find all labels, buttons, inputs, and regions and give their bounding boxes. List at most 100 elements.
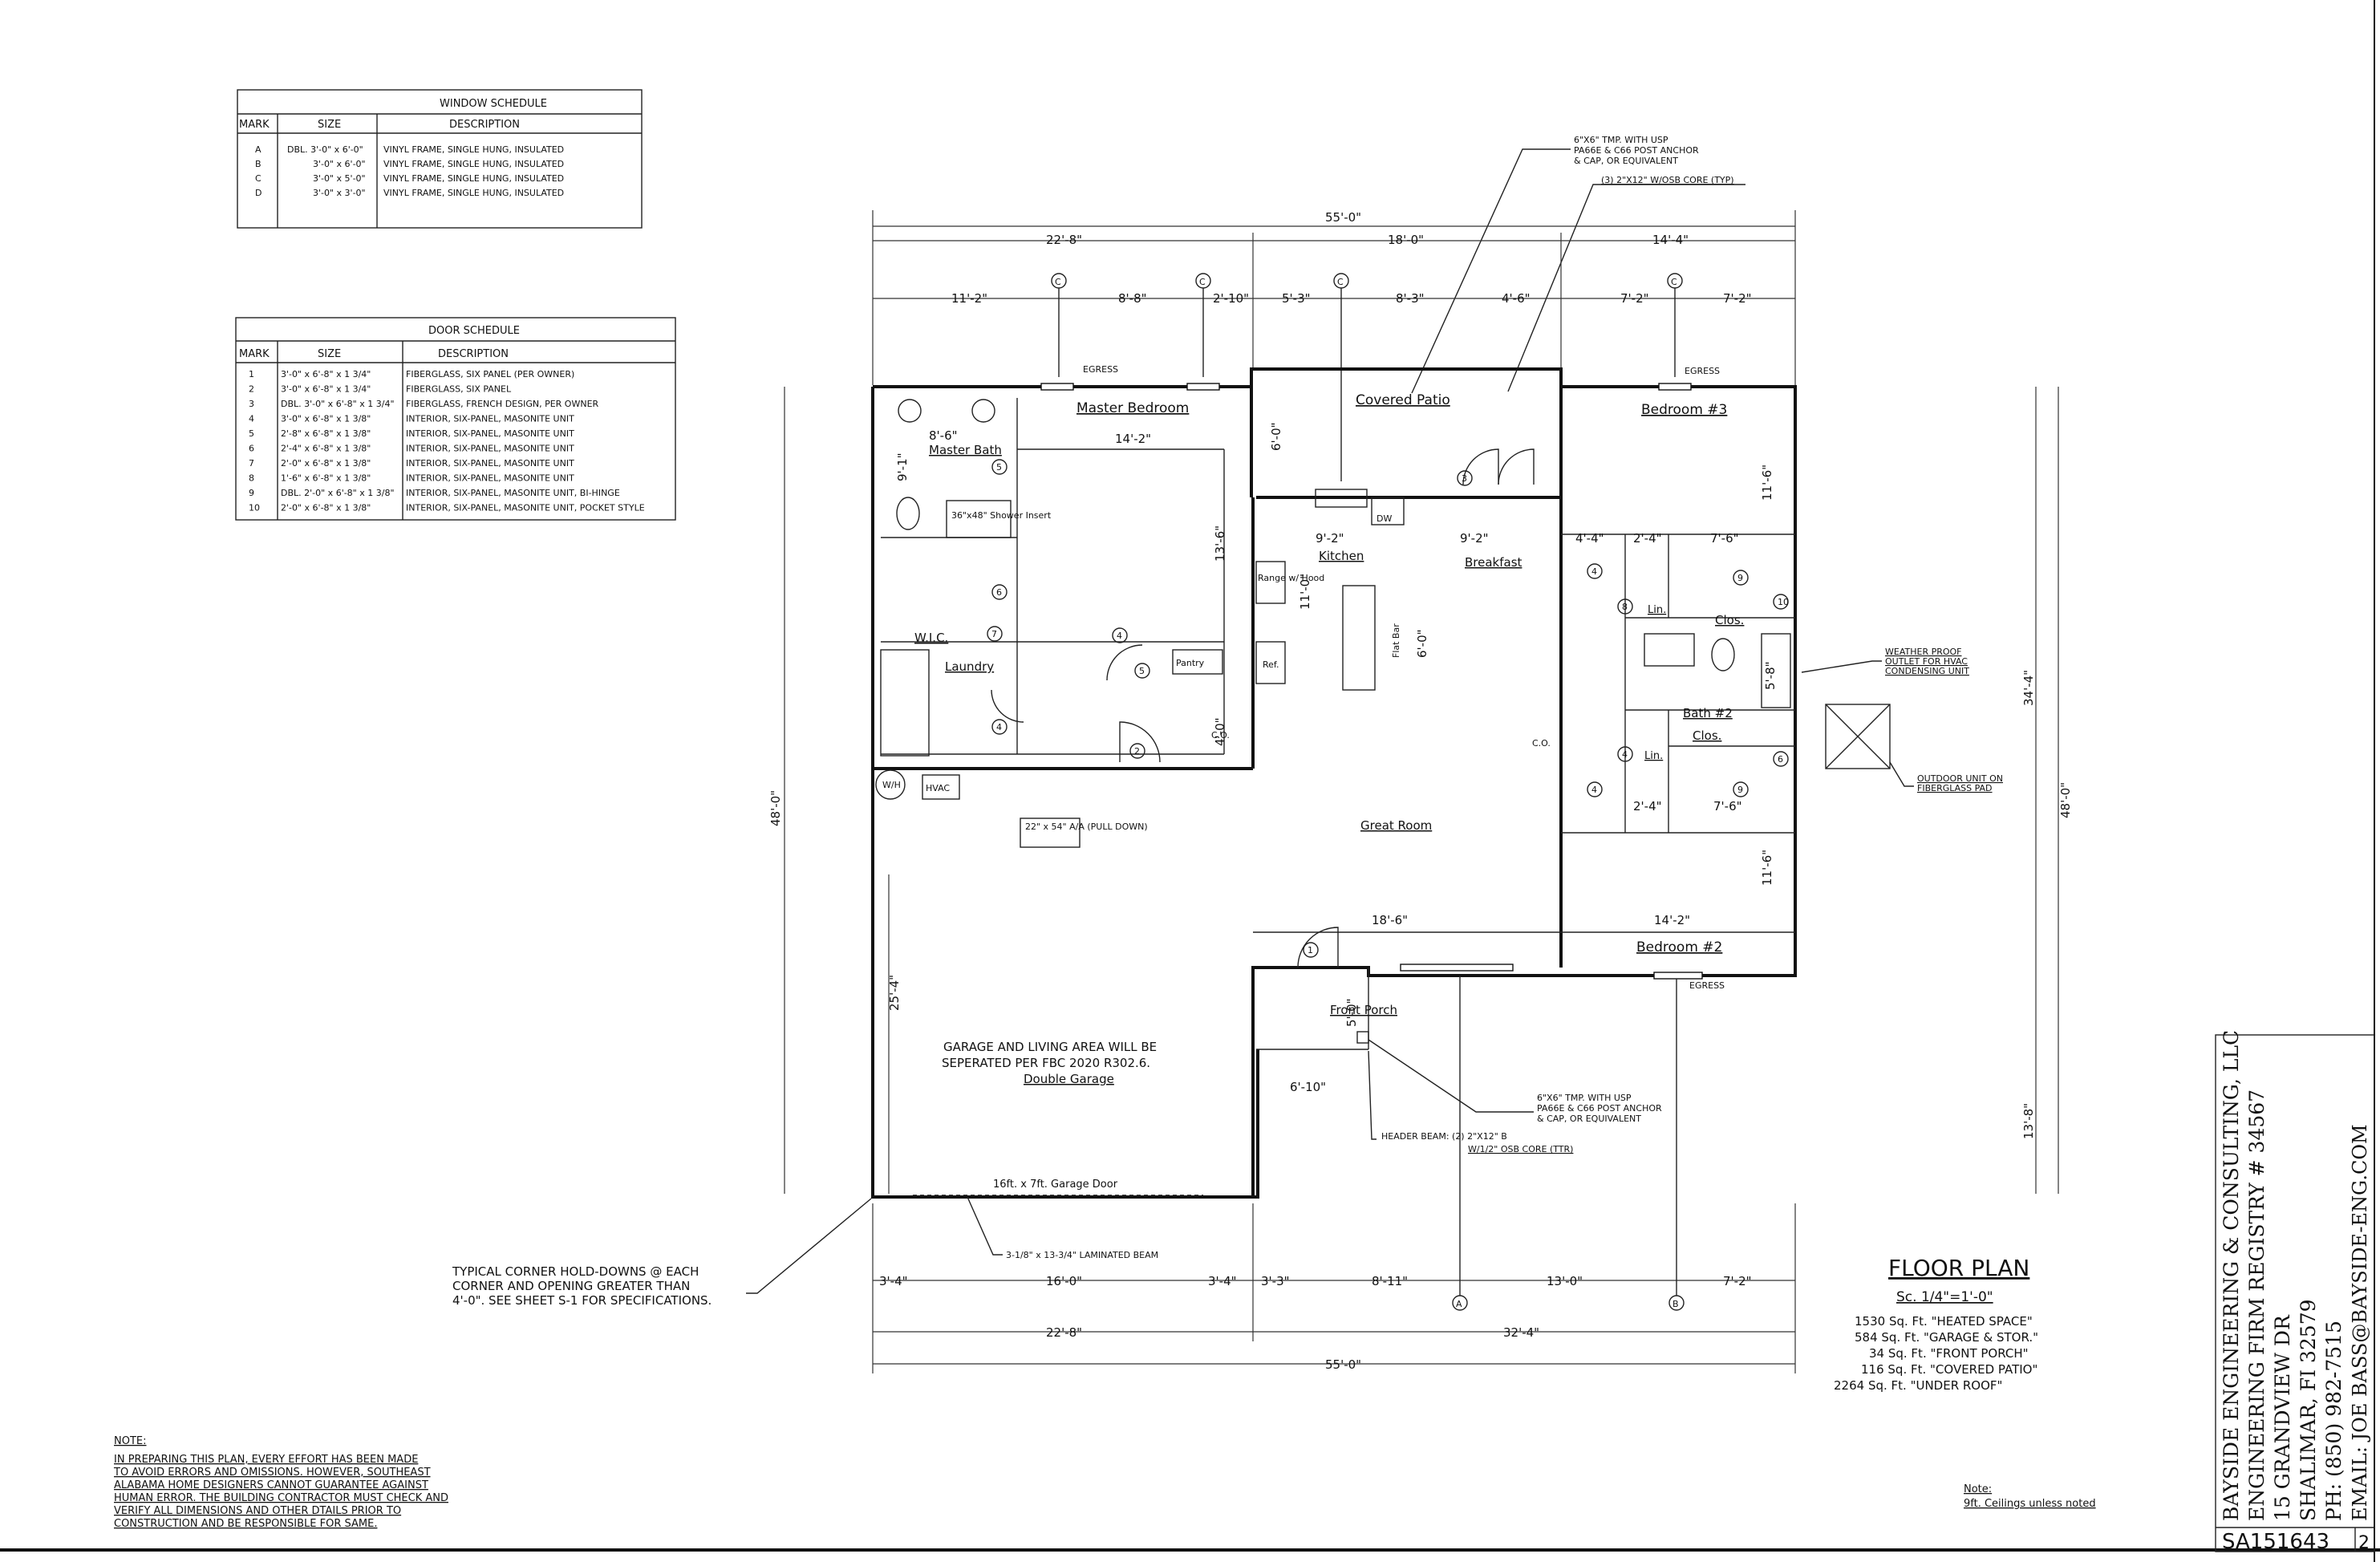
window-openings [1040, 383, 1703, 980]
fixtures [875, 399, 1891, 848]
svg-text:TYPICAL CORNER HOLD-DOWNS @ EA: TYPICAL CORNER HOLD-DOWNS @ EACH [452, 1264, 699, 1279]
svg-text:6'-10": 6'-10" [1290, 1080, 1326, 1094]
door-row-mark: 3 [249, 399, 254, 409]
svg-text:6"X6" TMP. WITH USP: 6"X6" TMP. WITH USP [1574, 135, 1668, 145]
door-row-description: INTERIOR, SIX-PANEL, MASONITE UNIT, POCK… [406, 503, 645, 513]
engineer-title-block: BAYSIDE ENGINEERING & CONSULTING, LLC EN… [2215, 1030, 2375, 1554]
svg-text:9'-1": 9'-1" [895, 452, 910, 481]
svg-text:C: C [1055, 277, 1061, 287]
window-schedule-header-description: DESCRIPTION [449, 119, 520, 131]
range-label: Range w/ Hood [1258, 573, 1324, 583]
dim-bottom-overall: 55'-0" [1325, 1357, 1361, 1372]
dishwasher-icon [1371, 497, 1405, 525]
floor-plan-walls [871, 367, 1797, 1199]
svg-text:9: 9 [1737, 573, 1743, 583]
svg-text:34 Sq. Ft. "FRONT PORCH": 34 Sq. Ft. "FRONT PORCH" [1869, 1346, 2029, 1361]
room-wic: W.I.C. [914, 631, 948, 645]
room-breakfast: Breakfast [1465, 555, 1522, 570]
door-row-description: INTERIOR, SIX-PANEL, MASONITE UNIT [406, 414, 574, 424]
svg-text:WEATHER PROOF: WEATHER PROOF [1885, 647, 1962, 657]
bath2-sink-icon [1644, 633, 1695, 667]
window-row-description: VINYL FRAME, SINGLE HUNG, INSULATED [383, 144, 564, 155]
svg-text:6"X6" TMP. WITH USP: 6"X6" TMP. WITH USP [1537, 1093, 1632, 1103]
svg-text:13'-6": 13'-6" [1213, 525, 1227, 562]
door-row-size: 3'-0" x 6'-8" x 1 3/4" [281, 384, 371, 395]
window-schedule-header-size: SIZE [318, 119, 341, 131]
dim-top-row3: 4'-6" [1502, 291, 1531, 306]
svg-text:B: B [1672, 1299, 1679, 1309]
door-row-size: 2'-0" x 6'-8" x 1 3/8" [281, 503, 371, 513]
svg-text:BAYSIDE ENGINEERING & CONSULTI: BAYSIDE ENGINEERING & CONSULTING, LLC [2220, 1030, 2243, 1521]
svg-text:& CAP, OR EQUIVALENT: & CAP, OR EQUIVALENT [1574, 156, 1678, 166]
room-laundry: Laundry [945, 659, 994, 674]
hvac-icon [922, 774, 960, 800]
refrigerator-label: Ref. [1263, 659, 1279, 670]
beam-note: (3) 2"X12" W/OSB CORE (TYP) [1601, 175, 1734, 185]
svg-text:EGRESS: EGRESS [1689, 980, 1725, 991]
flat-bar-icon [1342, 585, 1376, 691]
svg-text:32'-4": 32'-4" [1503, 1325, 1539, 1340]
room-bedroom3: Bedroom #3 [1641, 402, 1727, 418]
door-row-description: INTERIOR, SIX-PANEL, MASONITE UNIT [406, 444, 574, 454]
window-row-description: VINYL FRAME, SINGLE HUNG, INSULATED [383, 173, 564, 184]
door-row-mark: 1 [249, 369, 254, 379]
door-row-mark: 7 [249, 458, 254, 469]
svg-text:4'-4": 4'-4" [1575, 531, 1604, 546]
window-row-mark: B [255, 159, 262, 169]
garage-notes: GARAGE AND LIVING AREA WILL BE SEPERATED… [913, 1040, 1203, 1260]
svg-text:7'-6": 7'-6" [1710, 531, 1739, 546]
dim-left-overall: 48'-0" [768, 790, 783, 826]
door-row-size: 1'-6" x 6'-8" x 1 3/8" [281, 473, 371, 484]
svg-text:EGRESS: EGRESS [1083, 364, 1118, 375]
svg-text:CORNER AND OPENING GREATER THA: CORNER AND OPENING GREATER THAN [452, 1279, 690, 1293]
floor-plan-title: FLOOR PLAN [1888, 1255, 2029, 1281]
svg-text:8: 8 [1622, 602, 1628, 612]
svg-text:4: 4 [1591, 785, 1597, 795]
svg-text:5: 5 [1139, 666, 1145, 676]
shower-icon [946, 500, 1012, 538]
dim-top-row2: 18'-0" [1388, 233, 1424, 247]
svg-text:6'-0": 6'-0" [1415, 629, 1429, 658]
svg-text:1: 1 [1308, 945, 1313, 955]
sink-icon [898, 399, 922, 423]
svg-text:OUTLET FOR HVAC: OUTLET FOR HVAC [1885, 656, 1968, 667]
door-row-size: 2'-0" x 6'-8" x 1 3/8" [281, 458, 371, 469]
linen-closet: Lin. [1644, 750, 1663, 762]
dim-top-row3: 8'-3" [1396, 291, 1425, 306]
svg-text:PH: (850) 982-7515: PH: (850) 982-7515 [2322, 1321, 2346, 1521]
door-row-mark: 10 [249, 503, 260, 513]
svg-text:13'-0": 13'-0" [1547, 1274, 1583, 1288]
top-dimensions: 55'-0" 22'-8" 18'-0" 14'-4" 11'-2" 8'-8"… [872, 210, 1796, 481]
svg-text:7'-2": 7'-2" [1723, 1274, 1752, 1288]
svg-text:15 GRANDVIEW DR: 15 GRANDVIEW DR [2271, 1314, 2294, 1521]
svg-text:6: 6 [996, 587, 1002, 598]
svg-text:& CAP, OR EQUIVALENT: & CAP, OR EQUIVALENT [1537, 1114, 1641, 1124]
svg-text:3'-3": 3'-3" [1261, 1274, 1290, 1288]
shower-label: 36"x48" Shower Insert [951, 510, 1052, 521]
side-dimensions: 48'-0" 25'-4" 34'-4" 13'-8" 48'-0" [768, 387, 2073, 1194]
linen-closet: Lin. [1648, 604, 1666, 616]
svg-text:ENGINEERING FIRM REGISTRY # 34: ENGINEERING FIRM REGISTRY # 34567 [2245, 1089, 2269, 1521]
dim-top-row3: 11'-2" [951, 291, 987, 306]
header-beam-label: HEADER BEAM: (2) 2"X12" B [1381, 1131, 1507, 1142]
room-double-garage: Double Garage [1024, 1072, 1114, 1086]
dim-top-row2: 22'-8" [1046, 233, 1082, 247]
dim-left-garage: 25'-4" [887, 975, 902, 1011]
dim-top-row2: 14'-4" [1652, 233, 1689, 247]
bathtub-icon [1761, 633, 1791, 708]
dim-top-row3: 7'-2" [1620, 291, 1649, 306]
svg-text:OUTDOOR UNIT ON: OUTDOOR UNIT ON [1917, 773, 2003, 784]
window-row-size: DBL. 3'-0" x 6'-0" [287, 144, 363, 155]
door-row-description: INTERIOR, SIX-PANEL, MASONITE UNIT [406, 473, 574, 484]
svg-text:7: 7 [991, 629, 997, 639]
room-closet: Clos. [1693, 728, 1721, 743]
svg-text:9ft. Ceilings unless noted: 9ft. Ceilings unless noted [1964, 1498, 2096, 1510]
door-marks: 3 1 2 4 4 5 6 7 4 8 9 10 4 4 9 6 5 [987, 459, 1789, 958]
toilet-icon [896, 497, 920, 530]
svg-text:C: C [1671, 277, 1677, 287]
svg-text:9'-2": 9'-2" [1460, 531, 1489, 546]
door-row-mark: 8 [249, 473, 254, 484]
dim-right-overall: 48'-0" [2058, 782, 2073, 818]
room-bedroom2: Bedroom #2 [1636, 939, 1722, 955]
svg-text:4: 4 [1117, 631, 1122, 641]
